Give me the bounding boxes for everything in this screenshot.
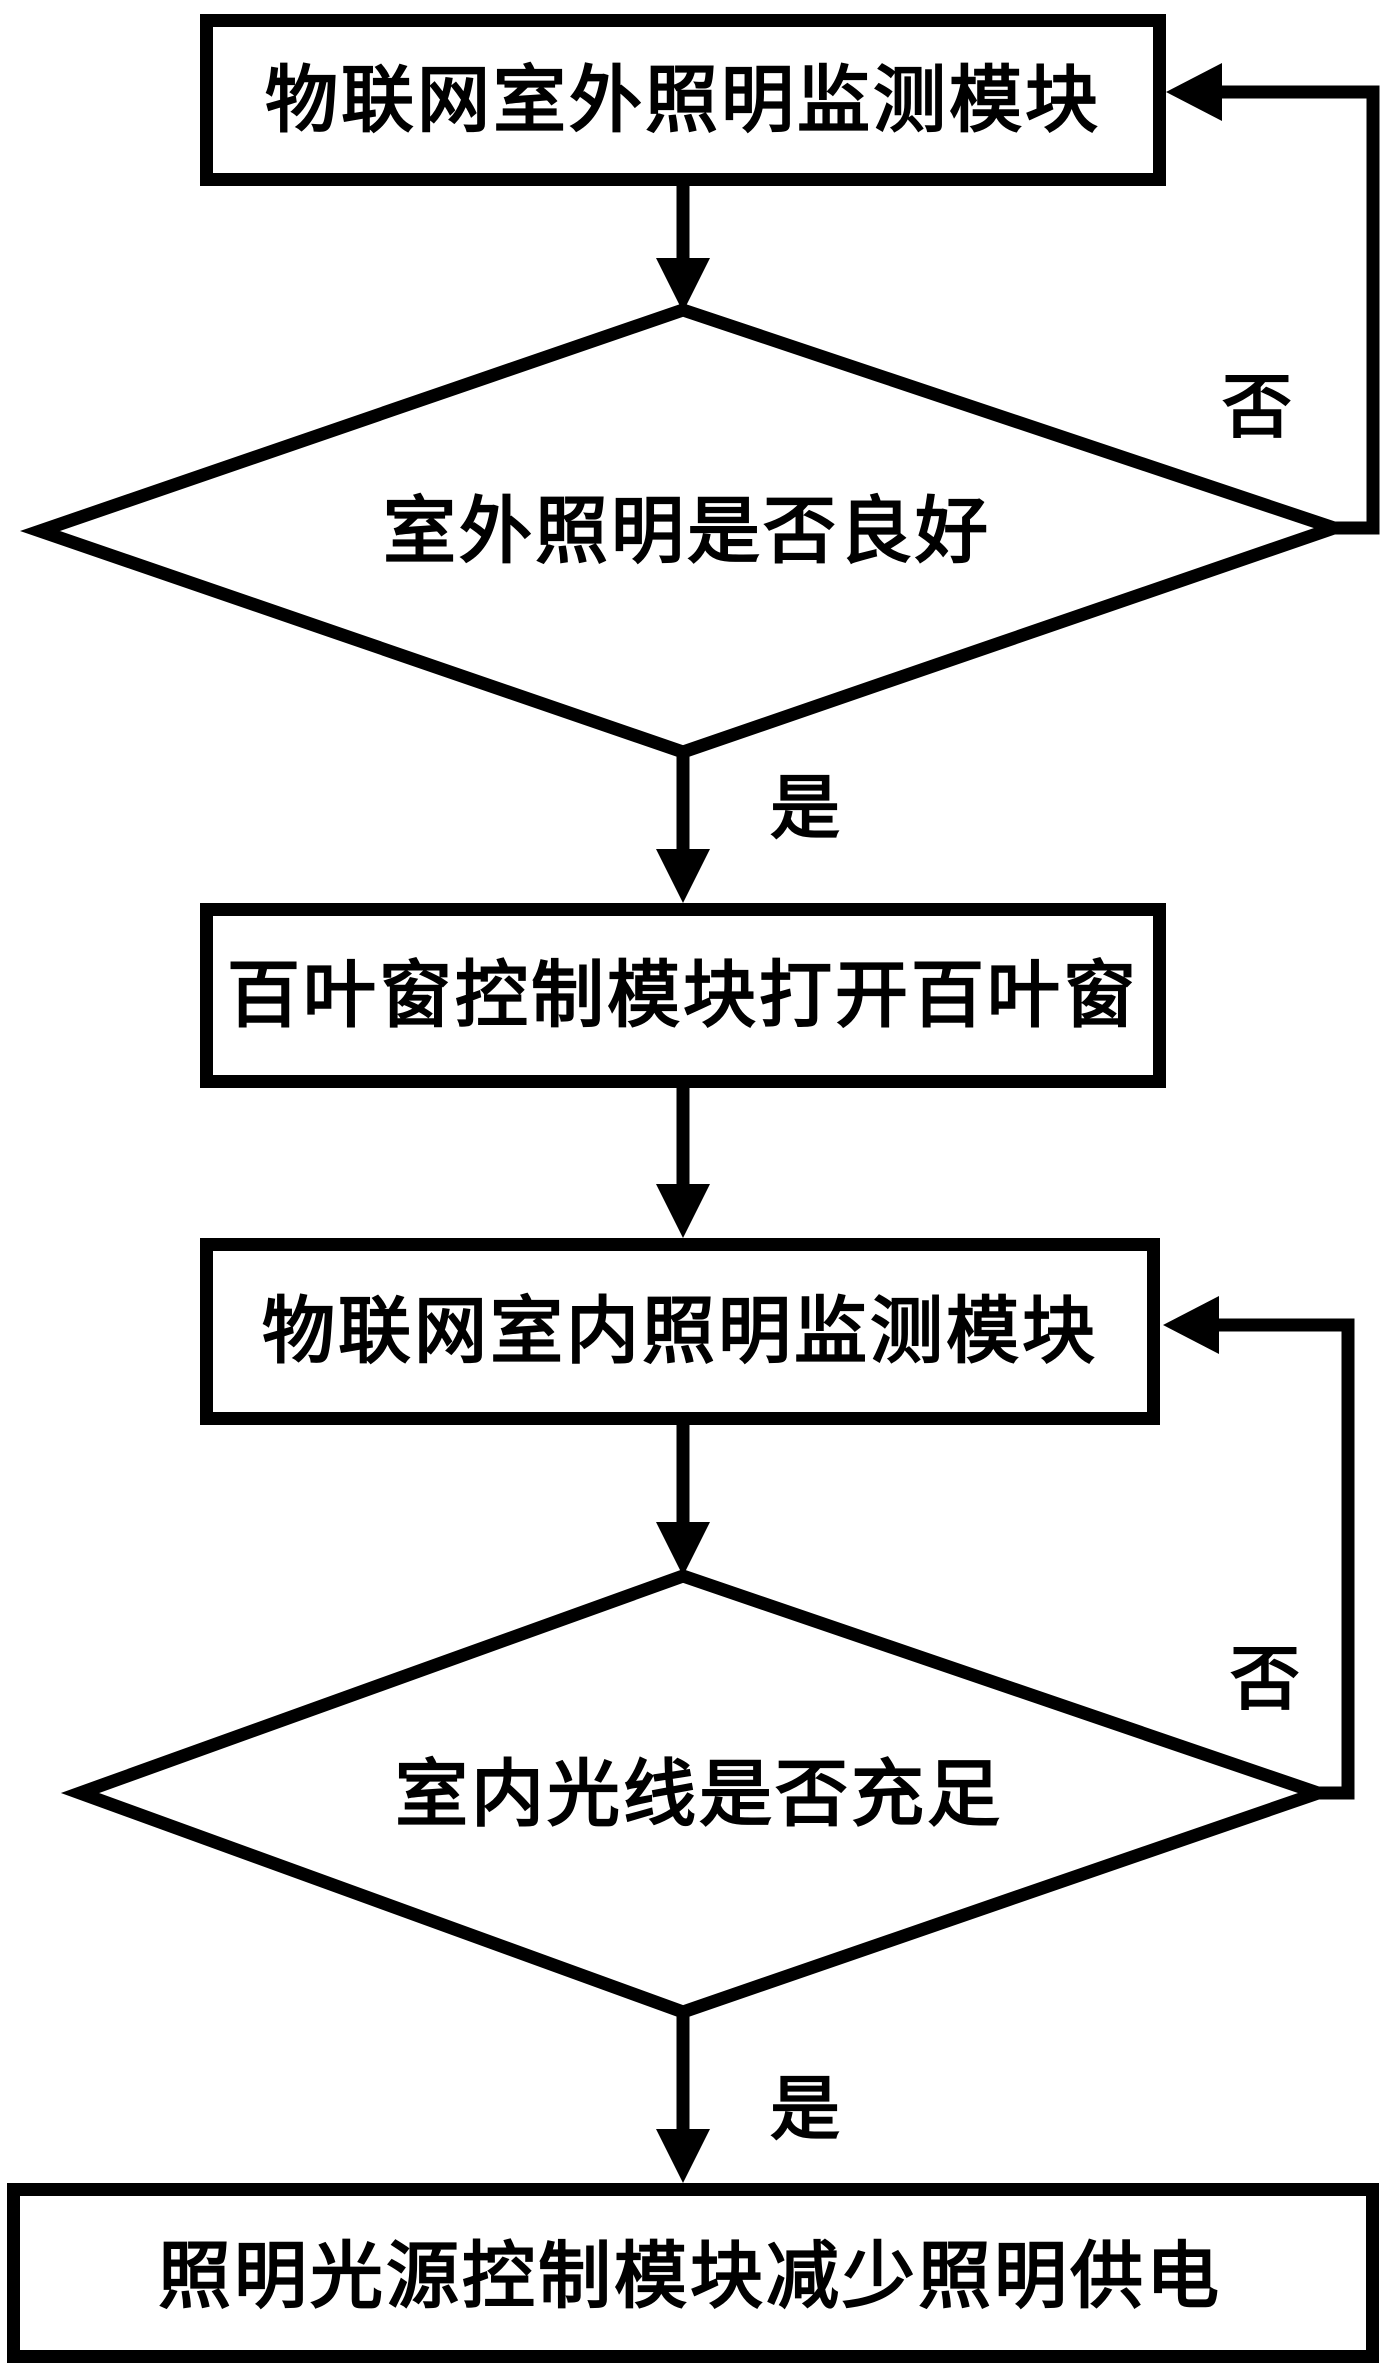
box-blinds-control-label: 百叶窗控制模块打开百叶窗 [227, 955, 1139, 1036]
feedback-no-1-arrowhead-icon [1166, 63, 1222, 121]
decision-indoor-light [60, 1569, 1339, 2019]
label-no-1: 否 [1222, 369, 1292, 447]
box-indoor-monitoring [200, 1238, 1160, 1425]
arrow-box1-to-diamond1-head-icon [656, 258, 710, 312]
label-no-2: 否 [1230, 1641, 1300, 1719]
decision-outdoor-lighting [20, 303, 1355, 759]
box-outdoor-monitoring [200, 14, 1166, 186]
label-yes-2: 是 [770, 2071, 840, 2149]
arrow-diamond1-to-box2-head-icon [656, 849, 710, 903]
box-indoor-monitoring-label: 物联网室内照明监测模块 [262, 1291, 1098, 1372]
label-yes-1: 是 [770, 770, 840, 848]
decision-indoor-light-label: 室内光线是否充足 [395, 1753, 1003, 1835]
box-lighting-power [7, 2183, 1379, 2363]
box-lighting-power-label: 照明光源控制模块减少照明供电 [158, 2235, 1222, 2317]
arrow-diamond2-to-box4-head-icon [656, 2129, 710, 2183]
arrow-box3-to-diamond2-head-icon [656, 1522, 710, 1576]
box-blinds-control [200, 903, 1166, 1088]
decision-outdoor-lighting-label: 室外照明是否良好 [383, 490, 991, 572]
arrow-box2-to-box3-head-icon [656, 1184, 710, 1238]
feedback-no-2-arrowhead-icon [1163, 1296, 1219, 1354]
box-outdoor-monitoring-label: 物联网室外照明监测模块 [265, 59, 1101, 141]
